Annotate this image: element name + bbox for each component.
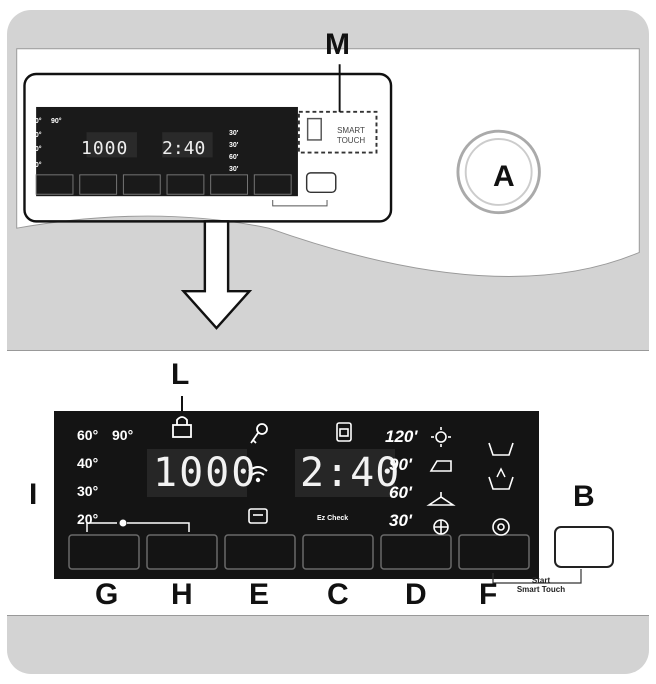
temp-40: 40° — [77, 455, 99, 471]
top-temp-60: 60° — [31, 118, 42, 125]
diagram-frame: SMART TOUCH 1000 2:40 60° 90° 40° 30° 20… — [7, 10, 649, 674]
callout-l: L — [171, 358, 190, 391]
callout-g: G — [95, 578, 119, 611]
spin-speed-display: 1000 — [153, 450, 258, 496]
top-temp-20: 20° — [31, 162, 42, 169]
top-spin-display: 1000 — [81, 138, 129, 159]
temp-30: 30° — [77, 483, 99, 499]
callout-e: E — [249, 578, 270, 611]
callout-d: D — [405, 578, 427, 611]
start-label-line2: Smart Touch — [516, 585, 566, 594]
enlarged-panel-graphics — [54, 396, 614, 584]
duration-120: 120' — [385, 427, 418, 446]
callout-i: I — [29, 478, 38, 511]
callout-b: B — [573, 480, 595, 513]
enlarged-control-panel: 1000 2:40 60° 90° 40° 30° 20° 120' 90' 6… — [7, 350, 649, 616]
duration-30: 30' — [389, 511, 412, 530]
start-smart-touch-label: Start Smart Touch — [501, 576, 581, 594]
callout-f: F — [479, 578, 498, 611]
top-dur-1: 30' — [229, 130, 239, 137]
temp-90: 90° — [112, 427, 134, 443]
top-temp-30: 30° — [31, 146, 42, 153]
callout-c: C — [327, 578, 349, 611]
temp-60: 60° — [77, 427, 99, 443]
temp-20: 20° — [77, 511, 99, 527]
top-temp-40: 40° — [31, 132, 42, 139]
callout-a: A — [493, 160, 515, 193]
top-dur-3: 60' — [229, 154, 239, 161]
duration-90: 90' — [389, 455, 412, 474]
top-dur-4: 30' — [229, 166, 239, 173]
top-smart-line2: TOUCH — [336, 136, 366, 145]
callout-h: H — [171, 578, 193, 611]
top-temp-90: 90° — [51, 118, 62, 125]
start-label-line1: Start — [531, 576, 551, 585]
time-display: 2:40 — [300, 450, 401, 496]
ez-check-label: Ez Check — [317, 515, 349, 522]
duration-60: 60' — [389, 483, 412, 502]
top-smart-line1: SMART — [337, 126, 365, 135]
top-smart-touch-label: SMART TOUCH — [325, 126, 377, 146]
machine-top-panel — [16, 48, 640, 330]
top-time-display: 2:40 — [162, 138, 206, 159]
callout-m: M — [325, 28, 350, 61]
top-dur-2: 30' — [229, 142, 239, 149]
